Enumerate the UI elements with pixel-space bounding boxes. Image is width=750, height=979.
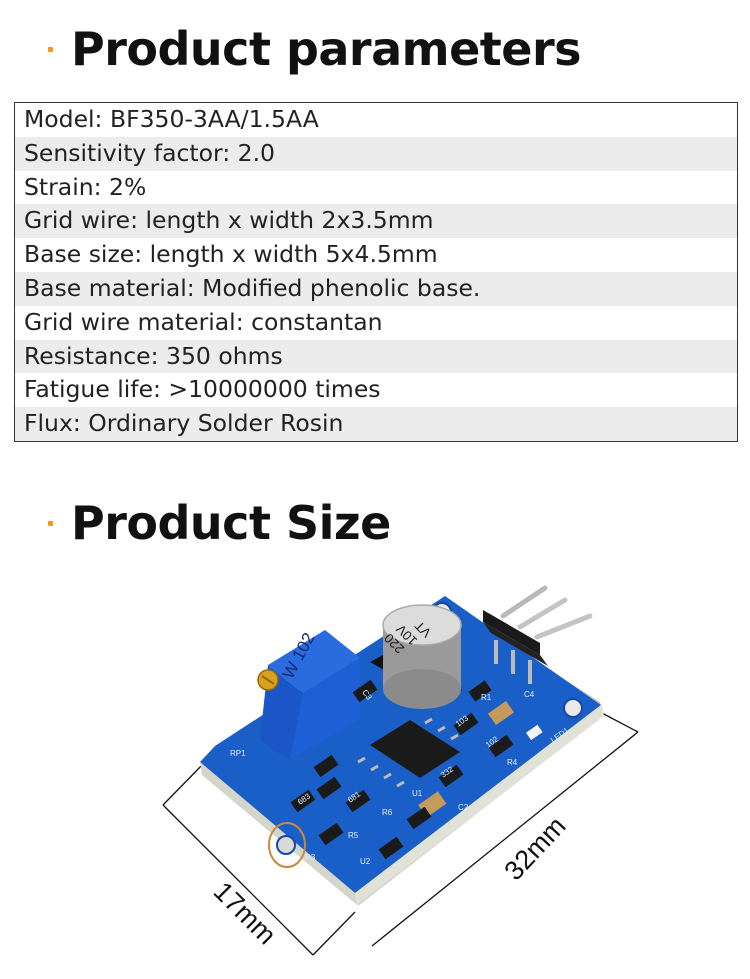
silk-r5: R5 (348, 831, 359, 840)
dimension-lines (162, 711, 639, 956)
param-row: Strain: 2% (24, 172, 147, 201)
section-title-text: Product parameters (71, 22, 582, 76)
section-title-parameters: Product parameters (48, 22, 582, 76)
silk-r1: R1 (481, 693, 492, 702)
ic-chip-u1 (357, 717, 460, 788)
capacitor: 220 10V VT (370, 604, 462, 709)
silk-r6: R6 (382, 808, 393, 817)
strain-gauge-wire (268, 822, 306, 868)
param-row: Sensitivity factor: 2.0 (15, 136, 737, 171)
param-row: Flux: Ordinary Solder Rosin (15, 407, 737, 441)
param-row: Base size: length x width 5x4.5mm (24, 240, 438, 269)
param-row: Resistance: 350 ohms (15, 339, 737, 374)
potentiometer: W 102 (257, 630, 360, 760)
bullet-icon (48, 520, 53, 526)
dimension-length-label: 32mm (498, 811, 571, 886)
parameters-table: Model: BF350-3AA/1.5AA Sensitivity facto… (14, 102, 738, 442)
silk-u2: U2 (360, 857, 371, 866)
param-row: Grid wire material: constantan (24, 307, 383, 336)
silk-r4: R4 (507, 758, 518, 767)
smd-components (268, 679, 543, 868)
silk-u1: U1 (412, 789, 423, 798)
param-row: Model: BF350-3AA/1.5AA (24, 105, 319, 133)
param-row: Grid wire: length x width 2x3.5mm (15, 204, 737, 239)
bullet-icon (48, 46, 53, 52)
product-photo: 17mm 32mm 220 10V VT W 10 (162, 585, 639, 956)
section-title-size: Product Size (48, 496, 391, 550)
silk-rp1: RP1 (230, 749, 246, 758)
header-pins (483, 585, 593, 684)
silk-r3: R3 (305, 853, 316, 862)
section-title-text: Product Size (71, 496, 391, 550)
silk-c2: C2 (458, 803, 469, 812)
silk-c4: C4 (524, 690, 535, 699)
param-row: Fatigue life: >10000000 times (24, 375, 381, 404)
param-row: Base material: Modified phenolic base. (15, 271, 737, 306)
